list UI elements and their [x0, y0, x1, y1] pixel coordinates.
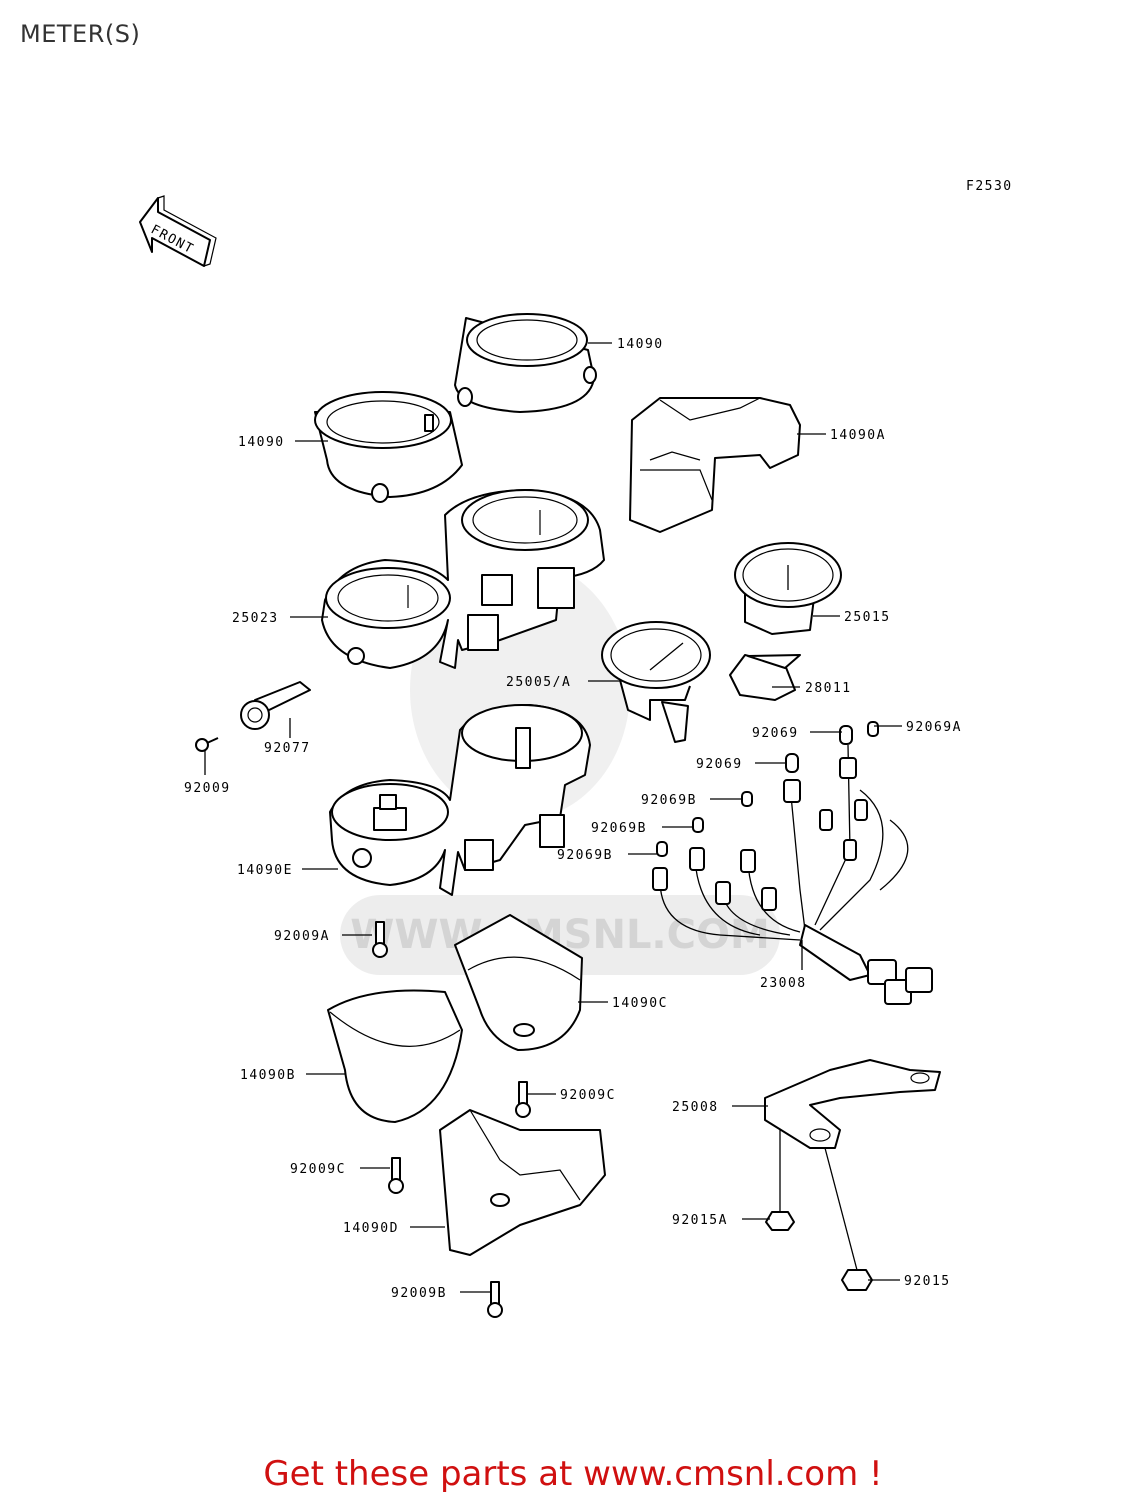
label-25005a: 25005/A — [506, 675, 571, 690]
trip-knob — [240, 681, 311, 730]
tachometer — [734, 542, 842, 635]
label-92069b-3: 92069B — [557, 848, 613, 863]
label-92015a: 92015A — [672, 1213, 728, 1228]
label-92009c-left: 92009C — [290, 1162, 346, 1177]
label-14090d: 14090D — [343, 1221, 399, 1236]
label-14090a: 14090A — [830, 428, 886, 443]
label-14090-top: 14090 — [617, 337, 664, 352]
under-cover — [439, 1109, 606, 1256]
label-28011: 28011 — [805, 681, 852, 696]
label-25008: 25008 — [672, 1100, 719, 1115]
meter-bracket — [764, 1059, 941, 1149]
meter-cup-right — [454, 914, 583, 1051]
meter-case-lower — [329, 704, 591, 896]
label-92069-right: 92069 — [752, 726, 799, 741]
label-92009b: 92009B — [391, 1286, 447, 1301]
label-23008: 23008 — [760, 976, 807, 991]
meter-case — [321, 489, 605, 669]
indicator-lamp-unit — [729, 654, 801, 701]
meter-cover-ring-left — [314, 391, 463, 503]
meter-cover-ring-top — [454, 313, 597, 413]
label-92069b-1: 92069B — [641, 793, 697, 808]
part-labels: 14090 14090 14090A 25023 25015 28011 250… — [184, 337, 962, 1301]
label-92015: 92015 — [904, 1274, 951, 1289]
label-92069a: 92069A — [906, 720, 962, 735]
label-92069b-2: 92069B — [591, 821, 647, 836]
label-92009c-right: 92009C — [560, 1088, 616, 1103]
label-14090b: 14090B — [240, 1068, 296, 1083]
footer-link-text[interactable]: Get these parts at www.cmsnl.com ! — [263, 1454, 883, 1494]
meter-cup-left — [327, 989, 463, 1123]
label-25015: 25015 — [844, 610, 891, 625]
label-14090-left: 14090 — [238, 435, 285, 450]
label-92069-left: 92069 — [696, 757, 743, 772]
wiring-harness — [652, 744, 933, 1005]
speedometer — [601, 621, 711, 743]
label-92009: 92009 — [184, 781, 231, 796]
front-arrow-icon: FRONT — [139, 195, 217, 267]
screw-92009 — [195, 737, 219, 752]
diagram-code: F2530 — [966, 179, 1013, 194]
fasteners — [372, 921, 873, 1318]
label-92009a: 92009A — [274, 929, 330, 944]
indicator-cover — [629, 397, 801, 533]
label-14090c: 14090C — [612, 996, 668, 1011]
label-14090e: 14090E — [237, 863, 293, 878]
page-title: METER(S) — [20, 20, 141, 48]
label-25023: 25023 — [232, 611, 279, 626]
leader-lines — [204, 342, 902, 1293]
bulbs — [656, 721, 879, 857]
label-92077: 92077 — [264, 741, 311, 756]
